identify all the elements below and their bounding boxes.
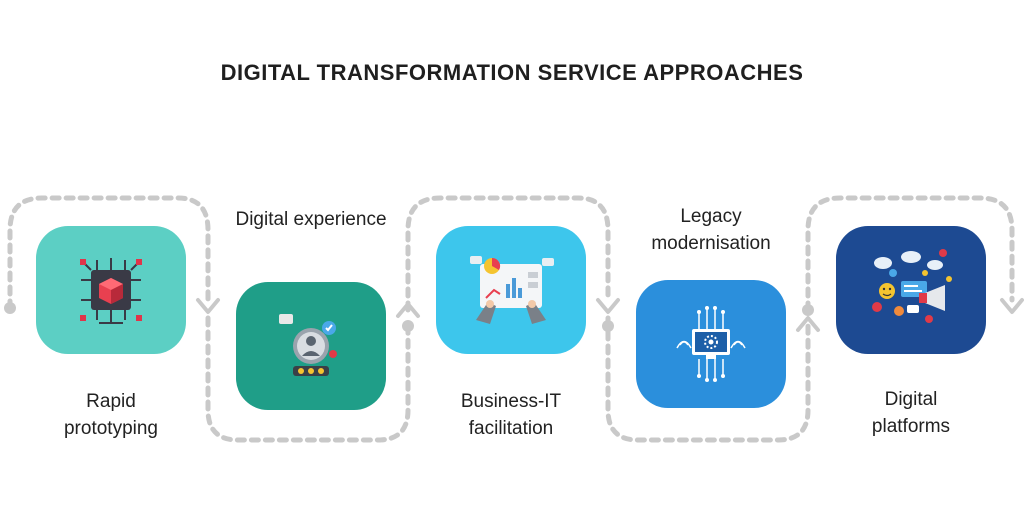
chip-cube-icon	[80, 258, 142, 324]
page-title: DIGITAL TRANSFORMATION SERVICE APPROACHE…	[220, 60, 804, 85]
step-label-business-it-facilitation: Business-IT facilitation	[460, 391, 562, 439]
monitor-network-icon	[676, 306, 746, 382]
dashboard-analytics-icon	[470, 256, 554, 324]
step-card-business-it-facilitation	[436, 226, 586, 354]
step-label-legacy-modernisation: Legacy modernisation	[651, 206, 771, 254]
step-card-rapid-prototyping	[36, 226, 186, 354]
step-label-digital-experience: Digital experience	[235, 209, 387, 230]
step-label-rapid-prototyping: Rapid prototyping	[63, 391, 158, 439]
step-card-digital-experience	[236, 282, 386, 410]
social-media-icon	[872, 249, 952, 323]
step-card-digital-platforms	[836, 226, 986, 354]
step-label-digital-platforms: Digital platforms	[871, 389, 951, 437]
user-rating-icon	[279, 314, 337, 376]
step-card-legacy-modernisation	[636, 280, 786, 408]
